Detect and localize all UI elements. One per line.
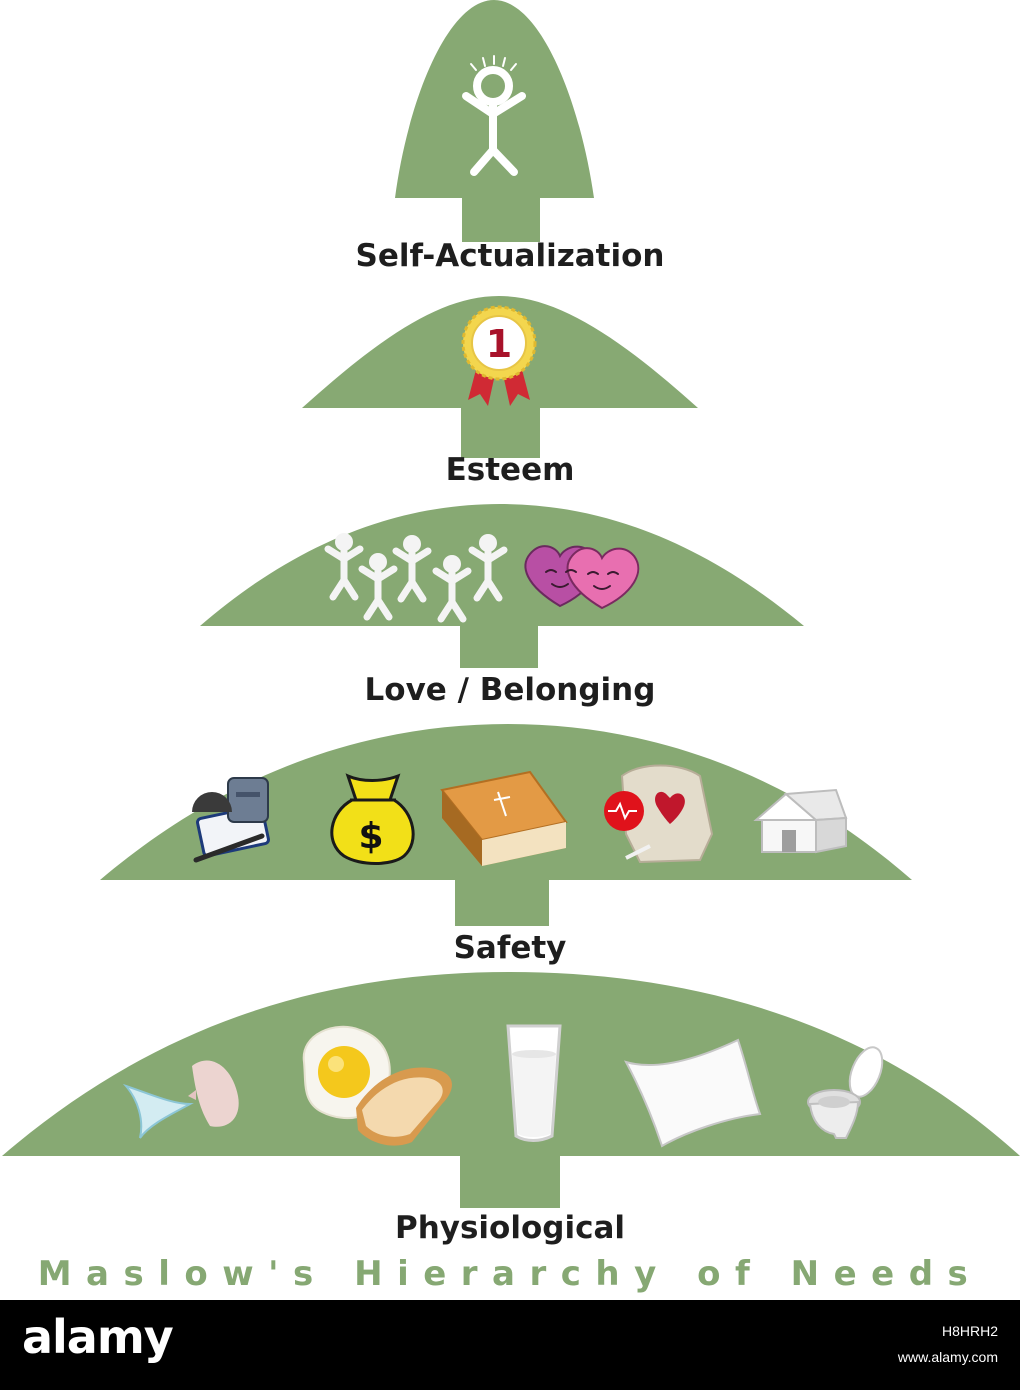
two-hearts-icon — [524, 545, 640, 610]
body-armor-icon — [192, 777, 270, 863]
house-icon — [753, 788, 848, 854]
award-number: 1 — [486, 322, 512, 366]
stock-footer-bar: alamy H8HRH2 www.alamy.com — [0, 1300, 1020, 1390]
level-label-safety: Safety — [453, 930, 567, 966]
hierarchy-tree-diagram: 1 — [2, 0, 1020, 1208]
money-bag-icon: $ — [330, 773, 415, 865]
glass-of-milk-icon — [506, 1024, 562, 1142]
money-symbol: $ — [358, 816, 383, 857]
diagram-title: Maslow's Hierarchy of Needs — [37, 1254, 983, 1294]
first-place-award-ribbon-icon: 1 — [461, 305, 537, 406]
level-label-physiological: Physiological — [394, 1210, 626, 1246]
footer-info: H8HRH2 www.alamy.com — [898, 1318, 998, 1370]
pillow-icon — [623, 1038, 762, 1148]
tier-esteem: 1 — [302, 296, 698, 458]
tier-physiological — [2, 972, 1020, 1208]
tier-self-actualization — [395, 0, 594, 242]
bible-book-icon — [440, 770, 568, 866]
happy-stick-figure-icon — [462, 55, 526, 176]
tier-love-belonging — [200, 504, 804, 668]
footer-url-text: www.alamy.com — [897, 1349, 998, 1365]
toilet-icon — [807, 1046, 884, 1139]
level-label-love-belonging: Love / Belonging — [364, 672, 656, 708]
tier-safety: $ — [100, 724, 912, 926]
breathing-face-icon — [122, 1060, 239, 1139]
egg-and-toast-icon — [302, 1025, 452, 1146]
group-of-people-icon — [324, 533, 508, 623]
alamy-logo: alamy — [22, 1310, 174, 1364]
image-id-text: H8HRH2 — [941, 1323, 998, 1339]
level-label-self-actualization: Self-Actualization — [355, 238, 665, 274]
health-heart-icon — [604, 764, 714, 864]
level-label-esteem: Esteem — [445, 452, 575, 488]
